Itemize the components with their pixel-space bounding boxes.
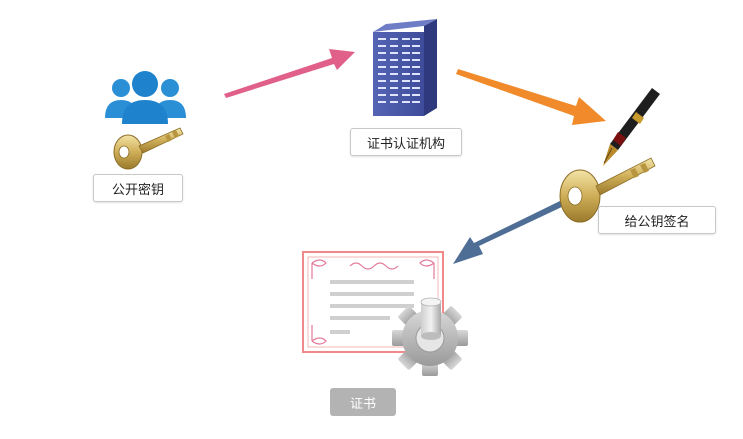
gear-icon <box>392 297 468 376</box>
label-certificate-authority: 证书认证机构 <box>350 128 462 156</box>
key-icon <box>113 127 184 170</box>
arrow-users-to-ca <box>224 49 355 98</box>
label-public-key: 公开密钥 <box>93 174 183 202</box>
key-icon <box>559 157 656 223</box>
server-building-icon <box>373 19 437 116</box>
arrow-ca-to-sign <box>456 69 606 125</box>
label-certificate: 证书 <box>330 388 396 416</box>
fountain-pen-icon <box>603 88 660 166</box>
label-sign-public-key: 给公钥签名 <box>598 206 716 234</box>
users-group-icon <box>105 71 186 124</box>
arrow-sign-to-certificate <box>453 200 566 264</box>
